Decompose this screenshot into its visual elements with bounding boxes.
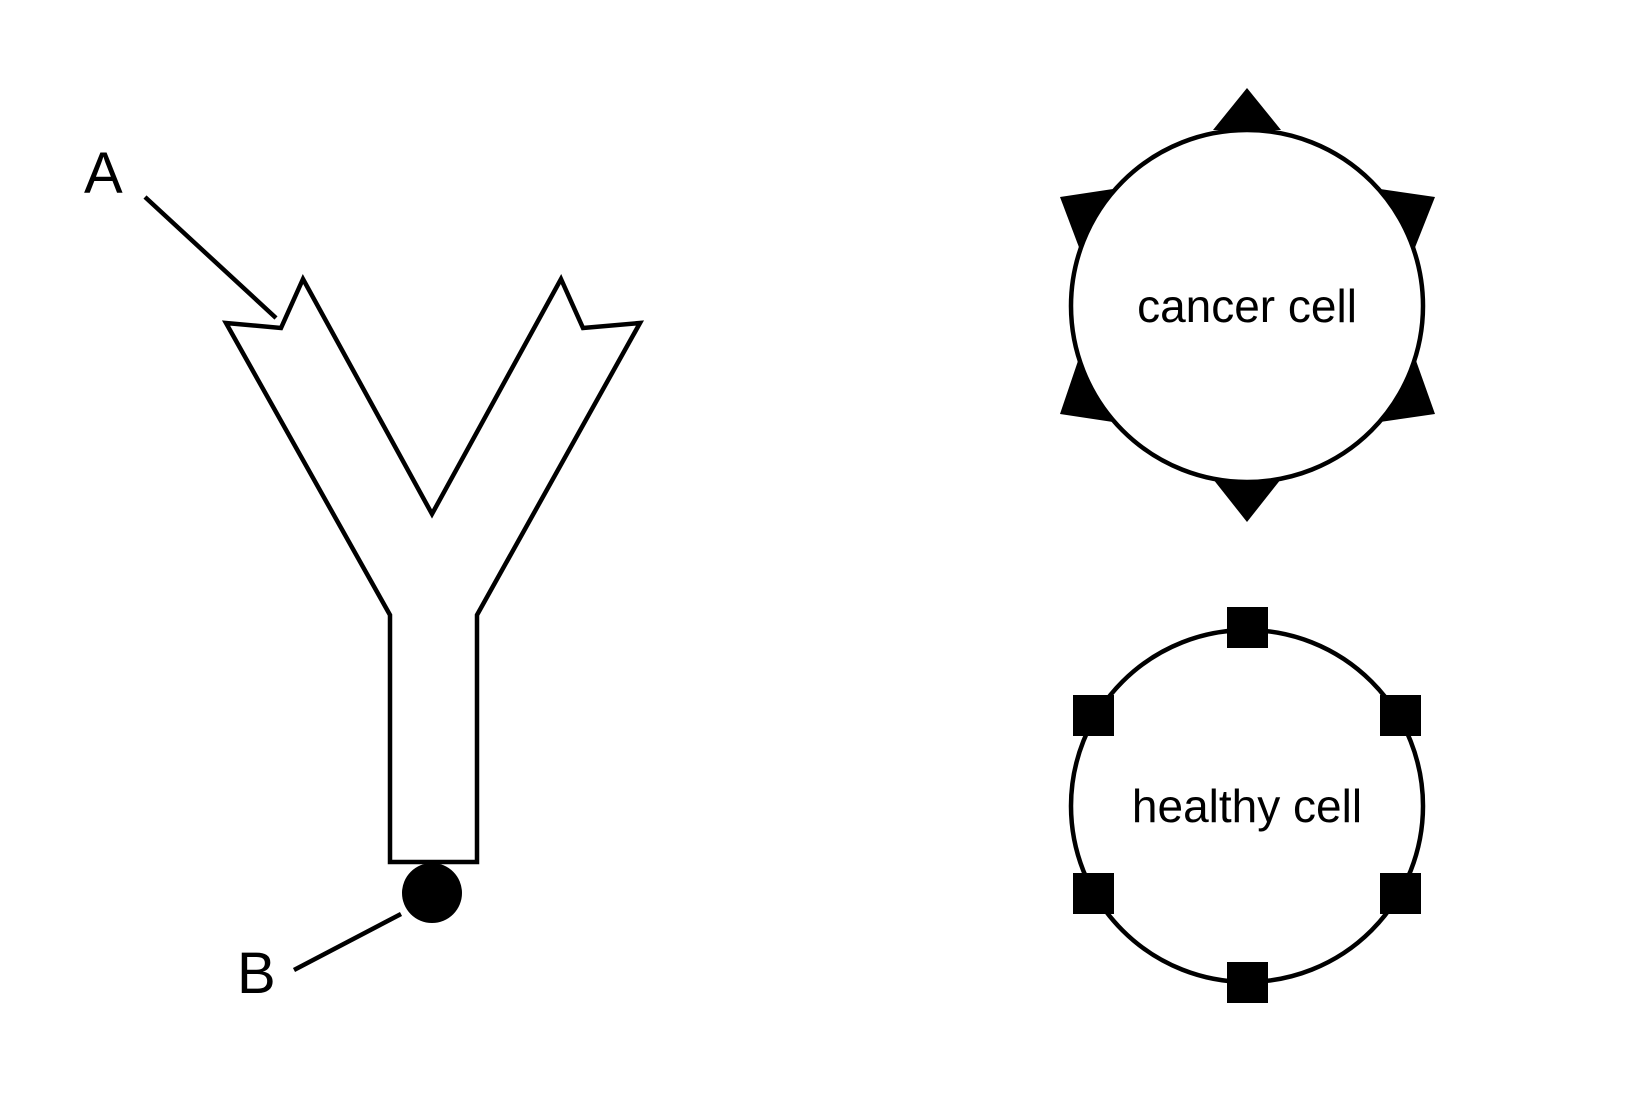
healthy-cell: healthy cell xyxy=(1068,607,1426,1003)
triangle-receptor-bottom xyxy=(1213,479,1281,522)
label-a-group: A xyxy=(84,141,278,320)
square-receptor-top xyxy=(1227,607,1268,648)
triangle-receptor-upper-right xyxy=(1380,189,1435,250)
label-b: B xyxy=(237,941,276,1006)
antibody-outline xyxy=(221,273,645,865)
square-receptor-upper-right xyxy=(1380,695,1421,736)
square-receptor-lower-right xyxy=(1380,873,1421,914)
label-b-group: B xyxy=(237,912,403,1006)
label-a: A xyxy=(84,141,123,206)
antibody xyxy=(221,273,645,923)
cancer-cell-membrane xyxy=(1068,127,1426,485)
healthy-cell-square-receptors xyxy=(1073,607,1421,1003)
square-receptor-bottom xyxy=(1227,962,1268,1003)
antibody-payload-dot xyxy=(402,863,462,923)
label-a-leader-line xyxy=(143,195,278,320)
triangle-receptor-top xyxy=(1213,88,1281,130)
cancer-cell-label: cancer cell xyxy=(1137,280,1357,332)
label-b-leader-line xyxy=(292,912,403,972)
triangle-receptor-upper-left xyxy=(1060,189,1113,250)
square-receptor-lower-left xyxy=(1073,873,1114,914)
square-receptor-upper-left xyxy=(1073,695,1114,736)
healthy-cell-label: healthy cell xyxy=(1132,780,1362,832)
cancer-cell: cancer cell xyxy=(1060,88,1435,522)
